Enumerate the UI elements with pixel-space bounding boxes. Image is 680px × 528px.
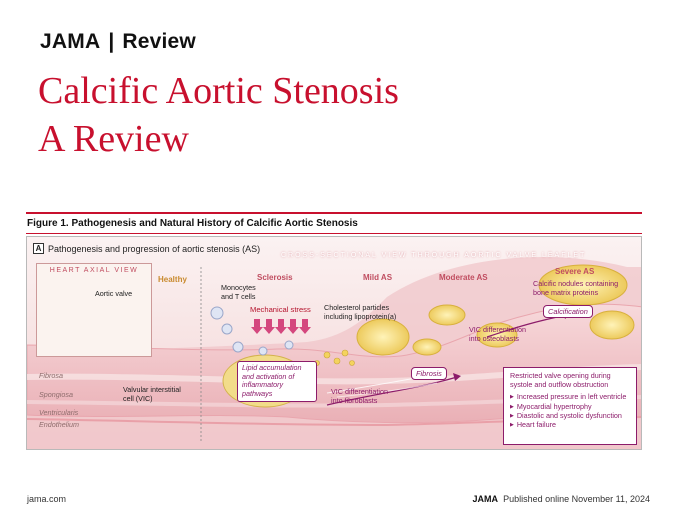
lipid-callout: Lipid accumulation and activation of inf… xyxy=(237,361,317,402)
fibrous-strand xyxy=(336,382,438,398)
aortic-valve-label: Aortic valve xyxy=(95,289,133,298)
monocyte-cell xyxy=(210,306,224,320)
layer-endothelium: Endothelium xyxy=(39,420,79,429)
journal-header: JAMA | Review xyxy=(40,30,196,54)
vic-label: Valvular interstitial cell (VIC) xyxy=(123,385,181,403)
monocyte-cell xyxy=(284,340,294,350)
figure-caption-label: Figure 1. xyxy=(27,218,69,229)
monocyte-cell xyxy=(221,323,233,335)
stage-sclerosis: Sclerosis xyxy=(257,273,293,282)
arrow-head xyxy=(453,373,461,381)
figure-caption-rule xyxy=(26,233,642,234)
calcium-deposit xyxy=(476,322,518,348)
footer-site[interactable]: jama.com xyxy=(27,494,67,504)
outcome-item: Myocardial hypertrophy xyxy=(510,402,630,411)
cholesterol-label: Cholesterol particles including lipoprot… xyxy=(324,303,397,321)
cholesterol-particles xyxy=(314,349,355,366)
outcome-box: Restricted valve opening during systole … xyxy=(503,367,637,445)
layer-spongiosa: Spongiosa xyxy=(39,390,73,399)
heart-box-title: HEART AXIAL VIEW xyxy=(49,267,139,274)
journal-name: JAMA xyxy=(40,30,101,53)
header-separator: | xyxy=(108,30,115,53)
calcium-deposit xyxy=(428,304,466,326)
cross-section-label: CROSS-SECTIONAL VIEW THROUGH AORTIC VALV… xyxy=(281,252,587,259)
vic-osteoblasts-label: VIC differentiation into osteoblasts xyxy=(469,325,527,343)
calcific-nodules-label: Calcific nodules containing bone matrix … xyxy=(533,279,619,297)
outcome-heading: Restricted valve opening during systole … xyxy=(510,371,611,389)
stage-healthy: Healthy xyxy=(158,275,187,284)
monocyte-cell xyxy=(232,341,244,353)
mechanical-stress-label: Mechanical stress xyxy=(250,305,311,314)
mechanical-stress-arrows xyxy=(251,319,311,334)
monocytes-label: Monocytes and T cells xyxy=(221,283,256,301)
calcium-deposit xyxy=(356,318,410,356)
stage-mild: Mild AS xyxy=(363,273,393,282)
monocyte-cell xyxy=(258,346,268,356)
calcific-nodule xyxy=(589,310,635,340)
layer-fibrosa: Fibrosa xyxy=(39,371,63,380)
outcome-item: Heart failure xyxy=(510,420,630,429)
layer-ventricularis: Ventricularis xyxy=(39,408,79,417)
calcium-deposit xyxy=(412,338,442,356)
footer-publication: JAMA Published online November 11, 2024 xyxy=(473,494,650,504)
fibrosis-pill: Fibrosis xyxy=(411,367,447,380)
heart-axial-box: HEART AXIAL VIEW Aortic valve xyxy=(36,263,152,357)
article-title: Calcific Aortic Stenosis xyxy=(38,70,399,112)
stage-severe: Severe AS xyxy=(555,267,595,276)
vic-fibroblasts-label: VIC differentiation into fibroblasts xyxy=(331,387,389,405)
fibrosis-arrow xyxy=(326,376,458,406)
panel-letter: A xyxy=(33,243,44,254)
footer-journal: JAMA xyxy=(472,494,499,504)
stage-moderate: Moderate AS xyxy=(439,273,488,282)
panel-label: A Pathogenesis and progression of aortic… xyxy=(33,243,260,254)
figure-caption-text: Pathogenesis and Natural History of Calc… xyxy=(71,218,358,229)
footer-published: Published online November 11, 2024 xyxy=(503,494,650,504)
calcification-pill: Calcification xyxy=(543,305,593,318)
outcome-item: Increased pressure in left ventricle xyxy=(510,392,630,401)
outcome-item: Diastolic and systolic dysfunction xyxy=(510,411,630,420)
figure-panel: A Pathogenesis and progression of aortic… xyxy=(26,236,642,450)
article-subtitle: A Review xyxy=(38,118,189,160)
panel-title: Pathogenesis and progression of aortic s… xyxy=(48,243,261,254)
figure-top-rule xyxy=(26,212,642,214)
figure-caption: Figure 1. Pathogenesis and Natural Histo… xyxy=(27,218,358,229)
section-name: Review xyxy=(122,30,196,53)
